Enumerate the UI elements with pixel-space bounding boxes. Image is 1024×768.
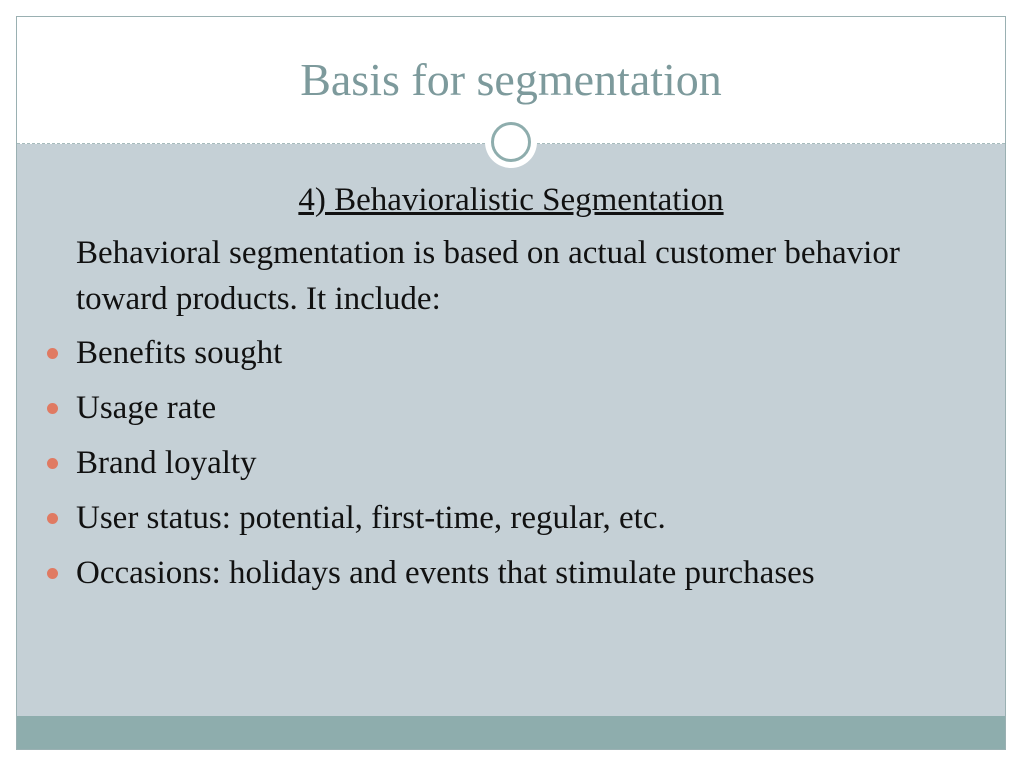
footer-bar bbox=[17, 716, 1005, 749]
bullet-text: Occasions: holidays and events that stim… bbox=[76, 555, 815, 591]
bullet-dot-icon bbox=[47, 513, 58, 524]
bullet-text: User status: potential, first-time, regu… bbox=[76, 500, 666, 536]
bullet-item: Occasions: holidays and events that stim… bbox=[17, 550, 936, 596]
section-subheading: 4) Behavioralistic Segmentation bbox=[298, 182, 724, 218]
bullet-dot-icon bbox=[47, 568, 58, 579]
bullet-text: Benefits sought bbox=[76, 335, 283, 371]
circle-ring-inner bbox=[491, 122, 531, 162]
intro-text: Behavioral segmentation is based on actu… bbox=[76, 235, 900, 317]
body-area bbox=[17, 144, 1005, 716]
bullet-dot-icon bbox=[47, 458, 58, 469]
bullet-item: Usage rate bbox=[17, 385, 936, 431]
bullet-item: Brand loyalty bbox=[17, 440, 936, 486]
bullet-list: Benefits sought Usage rate Brand loyalty… bbox=[17, 330, 1005, 596]
slide-content: 4) Behavioralistic Segmentation Behavior… bbox=[17, 180, 1005, 605]
bullet-dot-icon bbox=[47, 348, 58, 359]
bullet-dot-icon bbox=[47, 403, 58, 414]
bullet-item: User status: potential, first-time, regu… bbox=[17, 495, 936, 541]
bullet-text: Usage rate bbox=[76, 390, 217, 426]
bullet-item: Benefits sought bbox=[17, 330, 936, 376]
circle-ring-icon bbox=[485, 116, 537, 168]
slide-title: Basis for segmentation bbox=[300, 54, 722, 105]
slide: Basis for segmentation 4) Behavioralisti… bbox=[16, 16, 1006, 750]
bullet-text: Brand loyalty bbox=[76, 445, 257, 481]
